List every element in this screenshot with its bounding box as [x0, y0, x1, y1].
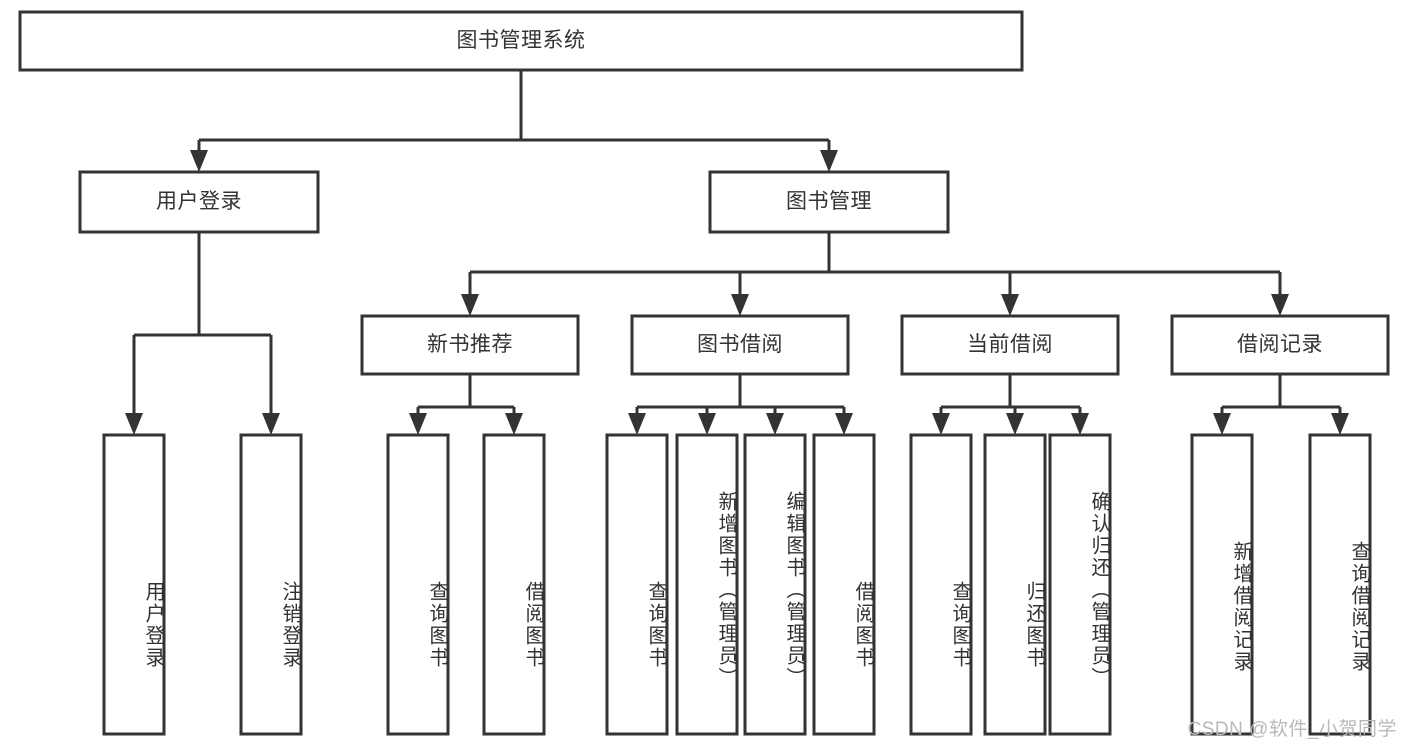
arrow-to-leaf-book-borrow-3: [835, 413, 853, 435]
node-box-user-login[interactable]: [78, 170, 320, 234]
arrow-to-book-management: [820, 150, 838, 172]
arrow-to-book-borrow: [731, 294, 749, 316]
leaf-box-user-login-0[interactable]: [102, 433, 166, 736]
node-box-book-borrow[interactable]: [630, 314, 850, 376]
leaf-box-current-borrow-1[interactable]: [983, 433, 1047, 736]
connector-root-to-level2: [197, 70, 831, 158]
leaf-box-user-login-1[interactable]: [239, 433, 303, 736]
leaf-box-new-book-0[interactable]: [386, 433, 450, 736]
node-box-current-borrow[interactable]: [900, 314, 1120, 376]
leaf-box-book-borrow-2[interactable]: [743, 433, 807, 736]
connector-bookborrow-to-leaves: [635, 374, 846, 419]
arrow-to-leaf-user-login-0: [125, 413, 143, 435]
arrow-to-leaf-new-book-1: [505, 413, 523, 435]
leaf-box-book-borrow-1[interactable]: [675, 433, 739, 736]
arrow-to-leaf-book-borrow-2: [766, 413, 784, 435]
leaf-box-borrow-record-0[interactable]: [1190, 433, 1254, 736]
connector-newbook-to-leaves: [416, 374, 516, 419]
arrow-to-leaf-current-borrow-0: [932, 413, 950, 435]
leaf-box-borrow-record-1[interactable]: [1308, 433, 1372, 736]
arrow-to-leaf-borrow-record-0: [1213, 413, 1231, 435]
leaf-box-book-borrow-0[interactable]: [605, 433, 669, 736]
arrow-to-leaf-current-borrow-1: [1006, 413, 1024, 435]
arrow-to-borrow-record: [1271, 294, 1289, 316]
arrow-to-user-login: [190, 150, 208, 172]
leaf-box-new-book-1[interactable]: [482, 433, 546, 736]
arrow-to-current-borrow: [1001, 294, 1019, 316]
leaf-box-current-borrow-2[interactable]: [1048, 433, 1112, 736]
leaf-box-current-borrow-0[interactable]: [909, 433, 973, 736]
arrow-to-leaf-user-login-1: [262, 413, 280, 435]
node-box-new-book-recommend[interactable]: [360, 314, 580, 376]
arrow-to-leaf-book-borrow-1: [698, 413, 716, 435]
connector-userlogin-to-leaves: [132, 232, 273, 419]
leaf-box-book-borrow-3[interactable]: [812, 433, 876, 736]
arrow-to-leaf-book-borrow-0: [628, 413, 646, 435]
arrow-to-leaf-new-book-0: [409, 413, 427, 435]
connector-bookmgmt-to-level3: [468, 232, 1282, 300]
arrow-to-new-book-recommend: [461, 294, 479, 316]
node-box-book-management[interactable]: [708, 170, 950, 234]
arrow-to-leaf-current-borrow-2: [1071, 413, 1089, 435]
connector-borrowrecord-to-leaves: [1220, 374, 1342, 419]
node-box-borrow-record[interactable]: [1170, 314, 1390, 376]
connector-currentborrow-to-leaves: [939, 374, 1082, 419]
node-box-root[interactable]: [18, 10, 1024, 72]
arrow-to-leaf-borrow-record-1: [1331, 413, 1349, 435]
